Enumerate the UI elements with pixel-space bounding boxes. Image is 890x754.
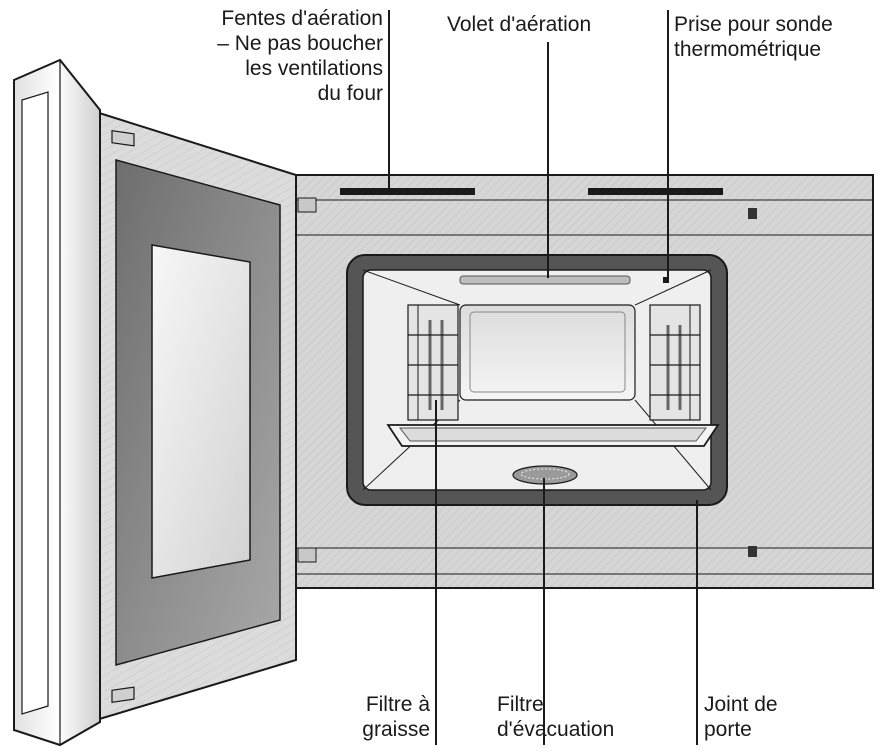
vent-flap bbox=[459, 275, 631, 285]
label-vent-slots: Fentes d'aération – Ne pas boucher les v… bbox=[217, 7, 383, 105]
right-rack bbox=[649, 304, 701, 421]
vent-slot-right bbox=[588, 188, 723, 195]
label-grease-filter: Filtre à graisse bbox=[362, 693, 430, 741]
grease-filter bbox=[407, 304, 459, 421]
oven-door bbox=[95, 110, 297, 722]
door-window bbox=[151, 244, 251, 579]
label-vent-flap: Volet d'aération bbox=[447, 13, 592, 36]
callout-lines bbox=[388, 10, 698, 745]
vent-slot-left bbox=[340, 188, 475, 195]
label-door-seal: Joint de porte bbox=[704, 693, 778, 741]
label-exhaust-filter: Filtre d'évacuation bbox=[497, 693, 615, 741]
probe-socket bbox=[663, 277, 669, 283]
door-handle bbox=[13, 58, 101, 747]
baking-tray bbox=[386, 424, 720, 447]
oven-cavity bbox=[362, 269, 720, 491]
label-probe-socket: Prise pour sonde thermométrique bbox=[674, 13, 833, 61]
